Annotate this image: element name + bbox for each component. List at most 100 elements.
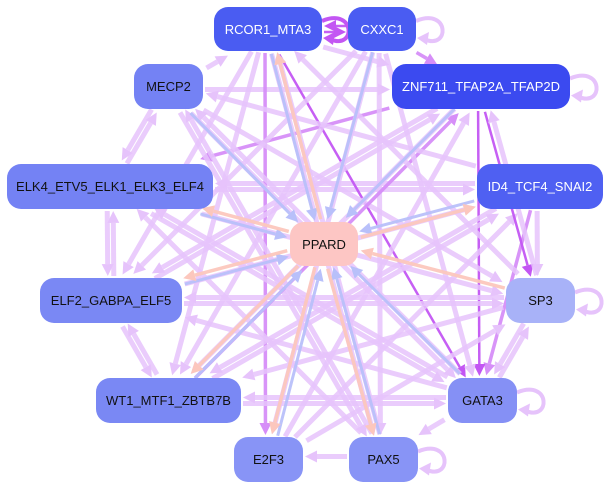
edge-arrowhead [122, 261, 134, 275]
self-loop-arrowhead [419, 462, 431, 476]
edge-rcor1_mta3-to-wt1_mtf1_zbtb7b [172, 51, 262, 365]
edge-arrowhead [185, 109, 197, 123]
node-sp3[interactable]: SP3 [506, 278, 575, 323]
edge-rcor1_mta3-to-ppard [269, 53, 314, 210]
edge-elk4_etv5_elk1_elk3_elf4-to-ppard [200, 212, 277, 236]
node-id4-tcf4-snai2[interactable]: ID4_TCF4_SNAI2 [477, 164, 603, 209]
edge-rcor1_mta3-to-elf2_gabpa_elf5 [126, 50, 254, 266]
edge-arrowhead [275, 253, 289, 266]
edge-arrowhead [242, 368, 256, 381]
edge-mecp2-to-rcor1_mta3 [205, 59, 219, 71]
edge-ppard-to-rcor1_mta3 [278, 63, 323, 220]
edge-arrowhead [324, 20, 336, 32]
self-loop-arrowhead [576, 303, 588, 317]
edge-arrowhead [492, 324, 506, 336]
self-loop-arrowhead [571, 89, 583, 103]
edge-elk4_etv5_elk1_elk3_elf4-to-mecp2 [124, 121, 153, 165]
edge-mecp2-to-sp3 [202, 107, 494, 279]
node-znf711-tfap2a-tfap2d[interactable]: ZNF711_TFAP2A_TFAP2D [392, 64, 570, 109]
edge-arrowhead [201, 205, 216, 218]
edge-arrowhead [127, 323, 139, 337]
edge-sp3-to-ppard [371, 251, 506, 290]
edge-arrowhead [364, 422, 377, 436]
edge-arrowhead [426, 113, 441, 125]
edge-pax5-to-mecp2 [189, 118, 375, 435]
node-wt1-mtf1-zbtb7b[interactable]: WT1_MTF1_ZBTB7B [96, 378, 241, 423]
edge-ppard-to-wt1_mtf1_zbtb7b [197, 264, 300, 367]
edge-arrowhead [190, 361, 204, 374]
edge-arrowhead [483, 362, 496, 376]
edge-arrowhead [350, 265, 364, 279]
node-rcor1-mta3[interactable]: RCOR1_MTA3 [214, 7, 322, 51]
edge-sp3-to-gata3 [497, 322, 526, 366]
edge-wt1_mtf1_zbtb7b-to-ppard [193, 277, 295, 380]
edge-ppard-to-id4_tcf4_snai2 [360, 208, 465, 240]
edge-rcor1_mta3-to-gata3 [278, 53, 461, 368]
self-loop-arrowhead [518, 403, 530, 417]
edge-arrowhead [489, 270, 503, 283]
node-cxxc1[interactable]: CXXC1 [348, 7, 416, 51]
edge-cxxc1-to-elf2_gabpa_elf5 [140, 49, 358, 268]
edge-arrowhead [136, 208, 150, 222]
node-mecp2[interactable]: MECP2 [134, 64, 203, 109]
edge-arrowhead [294, 50, 307, 64]
edge-arrowhead [359, 222, 373, 235]
edge-arrowhead [458, 112, 470, 126]
edge-arrowhead [133, 261, 147, 274]
edge-znf711_tfap2a_tfap2d-to-ppard [353, 107, 456, 211]
edge-ppard-to-pax5 [326, 268, 373, 425]
edge-ppard-to-elk4_etv5_elk1_elk3_elf4 [213, 209, 290, 234]
node-gata3[interactable]: GATA3 [448, 378, 517, 423]
edge-arrowhead [431, 370, 445, 383]
self-loop-pax5 [417, 446, 447, 474]
edge-arrowhead [289, 270, 303, 283]
node-elk4-etv5-elk1-elk3-elf4[interactable]: ELK4_ETV5_ELK1_ELK3_ELF4 [7, 164, 213, 209]
node-elf2-gabpa-elf5[interactable]: ELF2_GABPA_ELF5 [40, 278, 182, 323]
edge-arrowhead [274, 52, 286, 66]
edge-arrowhead [418, 423, 432, 436]
edge-arrowhead [179, 361, 192, 375]
edge-arrowhead [151, 262, 166, 274]
edge-arrowhead [434, 397, 446, 410]
edge-id4_tcf4_snai2-to-wt1_mtf1_zbtb7b [218, 206, 498, 370]
edge-gata3-to-sp3 [497, 335, 526, 379]
node-ppard[interactable]: PPARD [290, 222, 358, 266]
edge-cxxc1-to-znf711_tfap2a_tfap2d [415, 50, 428, 61]
edge-arrowhead [285, 209, 299, 223]
edge-mecp2-to-pax5 [177, 111, 363, 428]
node-e2f3[interactable]: E2F3 [234, 437, 303, 482]
edge-arrowhead [101, 263, 114, 277]
edge-wt1_mtf1_zbtb7b-to-elf2_gabpa_elf5 [131, 332, 160, 376]
edge-arrowhead [490, 284, 504, 297]
edge-arrowhead [473, 363, 486, 377]
edge-arrowhead [324, 206, 337, 220]
edge-arrowhead [183, 269, 197, 281]
edge-arrowhead [485, 213, 499, 225]
self-loop-cxxc1 [415, 16, 445, 43]
self-loop-znf711_tfap2a_tfap2d [569, 73, 599, 101]
edge-cxxc1-to-pax5 [376, 53, 383, 424]
edge-arrowhead [107, 210, 120, 224]
edge-arrowhead [311, 268, 324, 282]
self-loop-arrowhead [323, 32, 335, 45]
node-pax5[interactable]: PAX5 [349, 437, 418, 482]
edge-arrowhead [446, 113, 459, 126]
edge-mecp2-to-ppard [189, 112, 291, 215]
edge-arrowhead [259, 422, 272, 436]
edge-pax5-to-ppard [335, 278, 382, 435]
edge-arrowhead [517, 326, 529, 340]
self-loop-gata3 [516, 387, 546, 415]
edge-id4_tcf4_snai2-to-ppard [370, 199, 475, 230]
edge-arrowhead [330, 267, 343, 281]
edge-arrowhead [305, 450, 317, 463]
edge-arrowhead [274, 228, 288, 240]
edge-e2f3-to-ppard [276, 279, 320, 437]
edge-mecp2-to-elk4_etv5_elk1_elk3_elf4 [125, 108, 154, 152]
edge-arrowhead [145, 112, 157, 126]
edge-arrowhead [464, 363, 476, 377]
edge-elf2_gabpa_elf5-to-ppard [184, 258, 278, 286]
edge-arrowhead [463, 183, 475, 196]
edge-arrowhead [462, 203, 476, 216]
edge-arrowhead [345, 205, 359, 218]
